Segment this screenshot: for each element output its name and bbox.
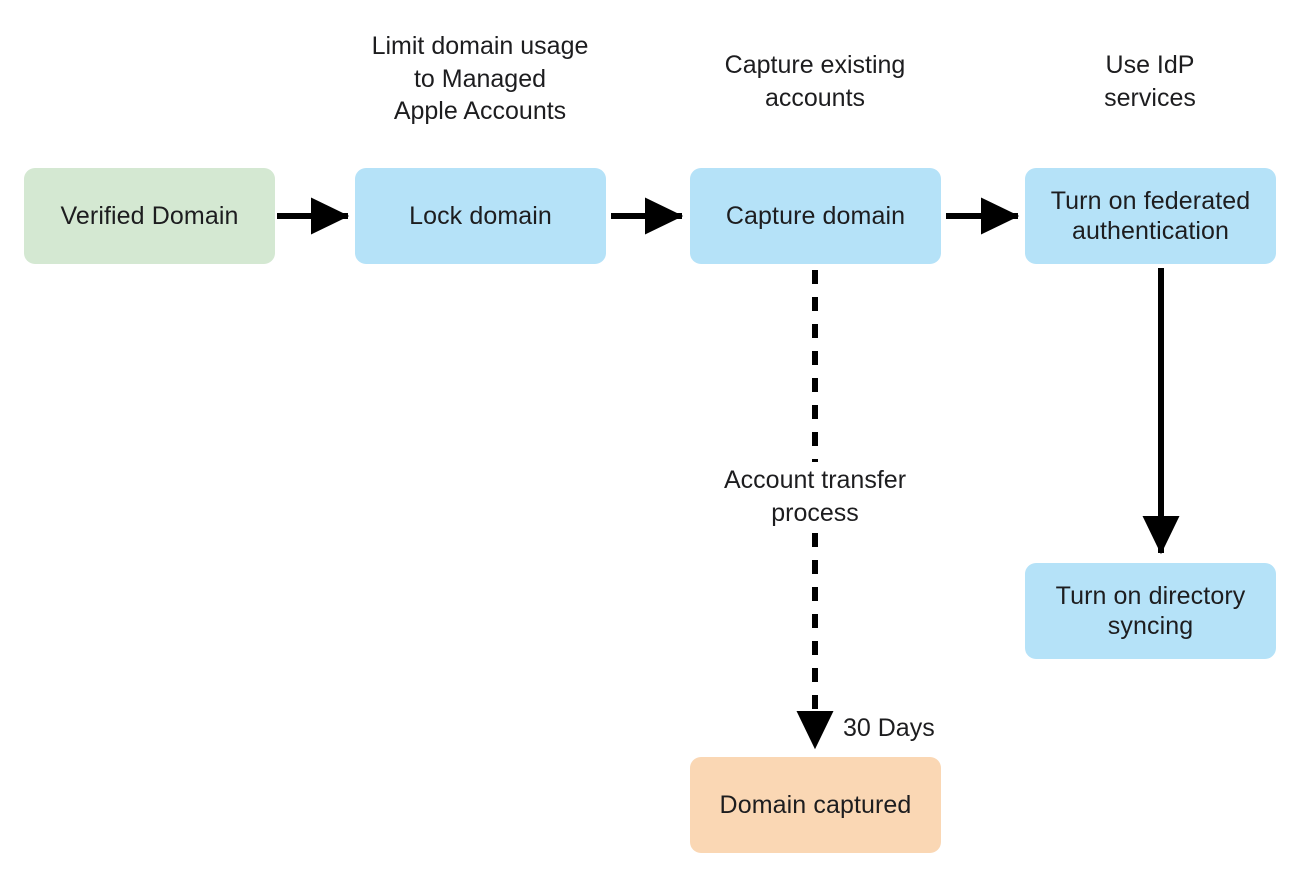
edge-label-30-days: 30 Days [843, 714, 935, 742]
edge-label-account-transfer-process: Account transfer process [723, 466, 907, 527]
caption-lock-domain: Limit domain usage to Managed Apple Acco… [371, 32, 589, 125]
node-lock-domain[interactable]: Lock domain [355, 168, 606, 264]
node-verified-domain[interactable]: Verified Domain [24, 168, 275, 264]
node-domain-captured[interactable]: Domain captured [690, 757, 941, 853]
caption-capture-domain: Capture existing accounts [724, 51, 906, 112]
node-turn-on-directory-syncing[interactable]: Turn on directory syncing [1025, 563, 1276, 659]
caption-federated-auth: Use IdP services [1104, 51, 1196, 112]
node-turn-on-federated-authentication[interactable]: Turn on federated authentication [1025, 168, 1276, 264]
node-capture-domain[interactable]: Capture domain [690, 168, 941, 264]
